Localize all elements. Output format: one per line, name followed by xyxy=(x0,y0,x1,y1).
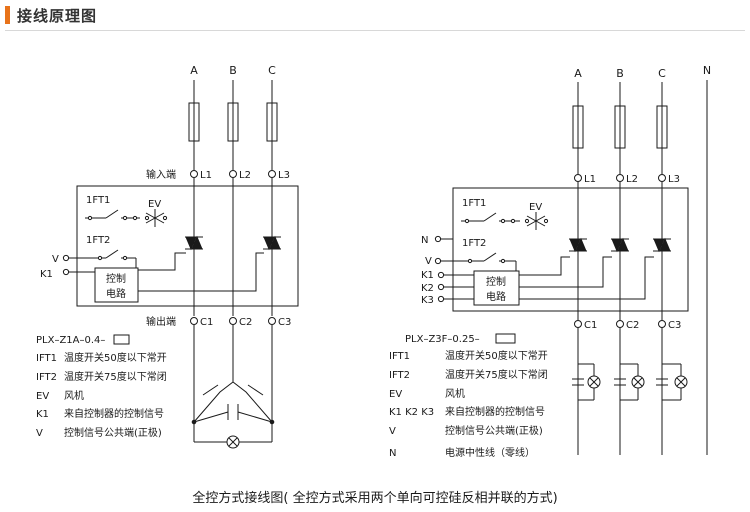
header-accent-bar xyxy=(5,6,10,24)
right-term-l2: L2 xyxy=(626,174,638,185)
right-term-c1: C1 xyxy=(584,320,597,331)
header-divider xyxy=(5,30,745,31)
left-legend-code-4: K1 xyxy=(36,409,49,420)
left-term-c1: C1 xyxy=(200,317,213,328)
left-input-label: 输入端 xyxy=(146,168,176,181)
left-model-box xyxy=(113,334,130,345)
right-term-l3: L3 xyxy=(668,174,680,185)
left-legend-desc-4: 来自控制器的控制信号 xyxy=(64,407,164,420)
left-model: PLX–Z1A–0.4– xyxy=(36,335,105,346)
right-legend-desc-6: 电源中性线（零线） xyxy=(445,446,535,459)
right-ft1-switch xyxy=(461,212,549,230)
right-legend-code-4: K1 K2 K3 xyxy=(389,407,434,418)
right-controller-box xyxy=(473,270,520,306)
left-controller-line-2: 电路 xyxy=(106,287,126,300)
left-diagram: A B C 输入端 L1 L2 L3 1FT1 EV xyxy=(36,64,299,449)
right-term-l1: L1 xyxy=(584,174,596,185)
left-phase-b: B xyxy=(229,64,237,77)
right-ev-label: EV xyxy=(529,202,542,213)
right-neutral: N xyxy=(703,64,711,77)
right-ft1-label: 1FT1 xyxy=(462,198,486,209)
right-legend-code-1: IFT1 xyxy=(389,351,410,362)
right-phase-c: C xyxy=(658,67,666,80)
left-legend-code-1: IFT1 xyxy=(36,353,57,364)
right-ft2-label: 1FT2 xyxy=(462,238,486,249)
right-legend-desc-4: 来自控制器的控制信号 xyxy=(445,405,545,418)
left-phase-a: A xyxy=(190,64,198,77)
left-legend-desc-2: 温度开关75度以下常闭 xyxy=(64,370,167,383)
left-k1-label: K1 xyxy=(40,269,53,280)
right-module-box xyxy=(452,187,689,312)
left-ev-label: EV xyxy=(148,199,161,210)
left-ft2-label: 1FT2 xyxy=(86,235,110,246)
left-legend-desc-1: 温度开关50度以下常开 xyxy=(64,351,167,364)
left-legend-code-2: IFT2 xyxy=(36,372,57,383)
left-phase-c: C xyxy=(268,64,276,77)
diagram-caption: 全控方式接线图( 全控方式采用两个单向可控硅反相并联的方式) xyxy=(192,491,558,506)
right-term-c2: C2 xyxy=(626,320,639,331)
left-term-l2: L2 xyxy=(239,170,251,181)
right-legend-desc-5: 控制信号公共端(正极) xyxy=(445,424,543,437)
left-ft2-switch xyxy=(69,249,137,270)
right-model-box xyxy=(495,333,516,344)
right-diagram: A B C N L1 L2 L3 1FT1 EV xyxy=(389,64,711,459)
right-legend-desc-1: 温度开关50度以下常开 xyxy=(445,349,548,362)
right-legend-desc-2: 温度开关75度以下常闭 xyxy=(445,368,548,381)
left-controller-line-1: 控制 xyxy=(106,272,126,285)
right-load-1 xyxy=(572,328,601,455)
right-k1-label: K1 xyxy=(421,270,434,281)
right-k3-label: K3 xyxy=(421,295,434,306)
page-title: 接线原理图 xyxy=(17,7,98,25)
left-module-box xyxy=(76,185,299,307)
left-load-network xyxy=(191,381,275,449)
right-legend-desc-3: 风机 xyxy=(445,387,465,400)
left-legend-desc-3: 风机 xyxy=(64,389,84,402)
right-n-label: N xyxy=(421,235,428,246)
right-legend-code-3: EV xyxy=(389,389,402,400)
right-k2-label: K2 xyxy=(421,283,434,294)
right-legend-code-6: N xyxy=(389,448,396,459)
right-phase-a: A xyxy=(574,67,582,80)
left-ft1-label: 1FT1 xyxy=(86,195,110,206)
right-legend-code-5: V xyxy=(389,426,396,437)
right-ft2-switch xyxy=(441,252,517,271)
right-legend-code-2: IFT2 xyxy=(389,370,410,381)
right-controller-line-1: 控制 xyxy=(486,275,506,288)
left-output-label: 输出端 xyxy=(146,315,176,328)
section-header: 接线原理图 xyxy=(0,0,750,32)
left-ft1-switch xyxy=(85,209,168,227)
right-load-3 xyxy=(656,328,688,455)
right-controller-line-2: 电路 xyxy=(486,290,506,303)
right-model: PLX–Z3F–0.25– xyxy=(405,334,480,345)
left-term-c3: C3 xyxy=(278,317,291,328)
right-phase-b: B xyxy=(616,67,624,80)
right-term-c3: C3 xyxy=(668,320,681,331)
left-term-l3: L3 xyxy=(278,170,290,181)
right-load-2 xyxy=(614,328,645,455)
left-legend-desc-5: 控制信号公共端(正极) xyxy=(64,426,162,439)
left-v-label: V xyxy=(52,254,59,265)
left-legend-code-5: V xyxy=(36,428,43,439)
left-term-l1: L1 xyxy=(200,170,212,181)
left-legend-code-3: EV xyxy=(36,391,49,402)
left-controller-box xyxy=(94,267,139,303)
right-v-label: V xyxy=(425,256,432,267)
left-term-c2: C2 xyxy=(239,317,252,328)
